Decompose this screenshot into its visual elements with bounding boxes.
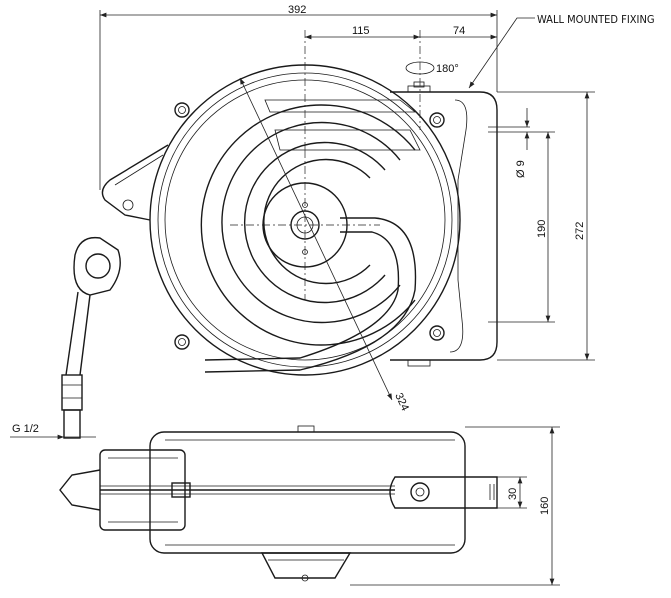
wall-fixing-label: WALL MOUNTED FIXING bbox=[537, 13, 655, 26]
dim-bracket-height: 30 bbox=[507, 488, 519, 500]
wall-bracket-side bbox=[389, 476, 498, 509]
side-view bbox=[59, 425, 498, 582]
dim-hub-to-fixing: 115 bbox=[352, 25, 370, 37]
dim-depth: 160 bbox=[539, 497, 551, 515]
front-view bbox=[61, 30, 498, 439]
dim-hole-diameter: Ø 9 bbox=[515, 160, 527, 178]
dim-reel-diameter: 324 bbox=[392, 391, 411, 413]
dimensions: 392 115 74 180° WALL MOUNTED FIXING 272 … bbox=[10, 4, 655, 586]
dim-overall-width: 392 bbox=[288, 4, 306, 16]
hose-fitting bbox=[61, 374, 83, 411]
mount-hole-icon bbox=[174, 334, 190, 350]
thread-label: G 1/2 bbox=[12, 423, 39, 435]
dim-hole-spacing: 190 bbox=[536, 220, 548, 238]
hose-clamp bbox=[73, 236, 121, 296]
wall-bracket bbox=[390, 91, 498, 361]
mount-hole-icon bbox=[174, 102, 190, 118]
reel-body-side bbox=[149, 431, 466, 554]
mount-hole-icon bbox=[429, 112, 445, 128]
hose-guide-arm bbox=[101, 144, 169, 221]
mount-hole-icon bbox=[429, 325, 445, 341]
base-foot bbox=[260, 552, 352, 579]
rotation-label: 180° bbox=[436, 63, 459, 75]
dim-fixing-to-edge: 74 bbox=[453, 25, 465, 37]
dim-overall-height: 272 bbox=[574, 222, 586, 240]
hose-path bbox=[204, 217, 417, 373]
